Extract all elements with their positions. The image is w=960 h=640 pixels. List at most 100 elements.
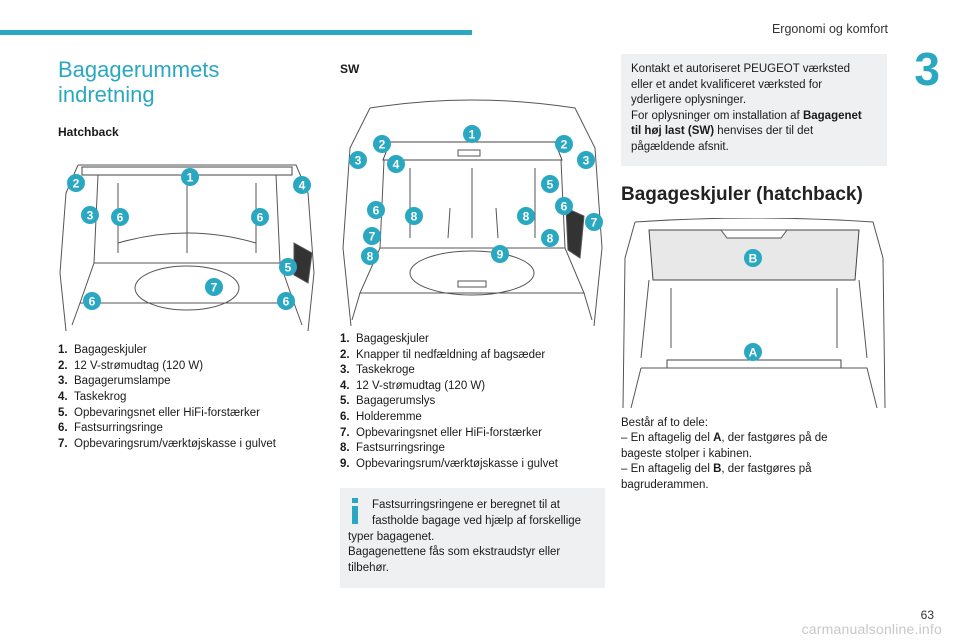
legend-item: 2.12 V-strømudtag (120 W) — [58, 359, 204, 372]
callout-label-9: 9 — [497, 248, 504, 262]
callout-6 — [277, 292, 295, 311]
callout-label-5: 5 — [285, 261, 292, 275]
section-title-line1: Bagagerummets — [58, 57, 220, 82]
info-line: Fastsurringsringene er beregnet til at — [372, 499, 560, 512]
info-line: Bagagenettene fås som ekstraudstyr eller — [348, 546, 561, 559]
note-line: pågældende afsnit. — [631, 140, 729, 153]
callout-label-6: 6 — [257, 211, 264, 225]
info-line: fastholde bagage ved hjælp af forskellig… — [372, 514, 582, 527]
note-line: Kontakt et autoriseret PEUGEOT værksted — [631, 63, 851, 75]
legend-item: 4.Taskekrog — [58, 391, 127, 404]
info-line: tilbehør. — [348, 561, 389, 574]
top-accent-bar — [0, 30, 472, 35]
callout-label-3: 3 — [583, 154, 590, 168]
callout-9 — [491, 245, 509, 263]
callout-6 — [367, 201, 385, 219]
callout-label-8: 8 — [367, 250, 374, 264]
callout-8 — [361, 247, 379, 265]
callout-label-7: 7 — [211, 281, 218, 295]
hatchback-subtitle: Hatchback — [58, 125, 119, 140]
callout-label-2: 2 — [561, 138, 568, 152]
callout-label-2: 2 — [379, 138, 386, 152]
callout-label-7: 7 — [591, 216, 598, 230]
cover-section-title: Bagageskjuler (hatchback) — [621, 183, 863, 205]
legend-item: 9.Opbevaringsrum/værktøjskasse i gulvet — [340, 457, 558, 470]
page-number: 63 — [920, 608, 934, 622]
callout-label-6: 6 — [373, 204, 380, 218]
callout-2 — [555, 135, 573, 153]
cover-description: Består af to dele: – En aftagelig del A,… — [621, 416, 887, 494]
callout-4 — [293, 176, 311, 195]
callout-label-1: 1 — [187, 171, 194, 185]
callout-6 — [555, 197, 573, 215]
callout-label-8: 8 — [411, 210, 418, 224]
callout-4 — [387, 155, 405, 173]
callout-label-3: 3 — [87, 209, 94, 223]
callout-8 — [405, 207, 423, 225]
legend-item: 1.Bagageskjuler — [340, 333, 429, 345]
callout-label-6: 6 — [89, 295, 96, 309]
legend-item: 8.Fastsurringsringe — [340, 442, 445, 455]
callout-label-5: 5 — [547, 178, 554, 192]
sw-subtitle: SW — [340, 62, 360, 76]
note-box: Kontakt et autoriseret PEUGEOT værksted … — [621, 54, 887, 166]
callout-label-3: 3 — [355, 154, 362, 168]
callout-1 — [181, 168, 199, 187]
callout-a-label: A — [749, 345, 758, 359]
right-column: Kontakt et autoriseret PEUGEOT værksted … — [621, 54, 887, 494]
callout-5 — [541, 175, 559, 193]
callout-3 — [349, 151, 367, 169]
legend-item: 6.Fastsurringsringe — [58, 422, 163, 435]
watermark: carmanualsonline.info — [801, 621, 942, 637]
legend-item: 3.Bagagerumslampe — [58, 375, 171, 388]
callout-label-6: 6 — [283, 295, 290, 309]
legend-item: 7.Opbevaringsrum/værktøjskasse i gulvet — [58, 437, 276, 450]
callout-6 — [251, 208, 269, 227]
legend-item: 6.Holderemme — [340, 410, 422, 423]
sw-legend: 1.Bagageskjuler 2.Knapper til nedfældnin… — [340, 332, 605, 472]
note-line: til høj last (SW) henvises der til det — [631, 125, 814, 138]
callout-label-2: 2 — [73, 177, 80, 191]
callout-a — [744, 342, 762, 361]
hatchback-legend: 1.Bagageskjuler 2.12 V-strømudtag (120 W… — [58, 343, 308, 452]
note-line: For oplysninger om installation af Bagag… — [631, 109, 862, 122]
callout-label-1: 1 — [469, 128, 476, 142]
info-icon — [352, 498, 358, 525]
callout-7 — [205, 278, 223, 297]
body-line: bageste stolper i kabinen. — [621, 447, 753, 460]
callout-label-7: 7 — [369, 230, 376, 244]
callout-3 — [81, 206, 99, 225]
callout-7 — [585, 213, 603, 231]
callout-3 — [577, 151, 595, 169]
callout-label-6: 6 — [561, 200, 568, 214]
chapter-number: 3 — [914, 43, 940, 95]
callout-2 — [373, 135, 391, 153]
callout-6 — [83, 292, 101, 311]
callout-8 — [541, 229, 559, 247]
legend-item: 5.Opbevaringsnet eller HiFi-forstærker — [58, 406, 260, 419]
left-column: Bagagerummets indretning Hatchback 1 2 3 4 5… — [58, 57, 315, 452]
section-title-line2: indretning — [58, 81, 155, 107]
legend-item: 5.Bagagerumslys — [340, 395, 436, 408]
legend-item: 4.12 V-strømudtag (120 W) — [340, 379, 486, 392]
cover-callouts: B A — [744, 248, 762, 361]
callout-2 — [67, 174, 85, 193]
body-line: – En aftagelig del A, der fastgøres på d… — [621, 432, 828, 445]
callout-1 — [463, 125, 481, 143]
body-line: – En aftagelig del B, der fastgøres på — [621, 463, 812, 476]
luggage-cover-illustration: B A — [622, 217, 886, 408]
callout-5 — [279, 258, 297, 277]
header-title: Ergonomi og komfort — [771, 22, 888, 36]
callout-b-label: B — [749, 251, 758, 265]
info-box: Fastsurringsringene er beregnet til at f… — [340, 488, 605, 589]
callout-6 — [111, 208, 129, 227]
legend-item: 3.Taskekroge — [340, 364, 415, 377]
callout-label-4: 4 — [299, 179, 306, 193]
section-title: Bagagerummets indretning — [58, 57, 308, 107]
callout-label-8: 8 — [547, 232, 554, 246]
legend-item: 7.Opbevaringsnet eller HiFi-forstærker — [340, 426, 542, 439]
